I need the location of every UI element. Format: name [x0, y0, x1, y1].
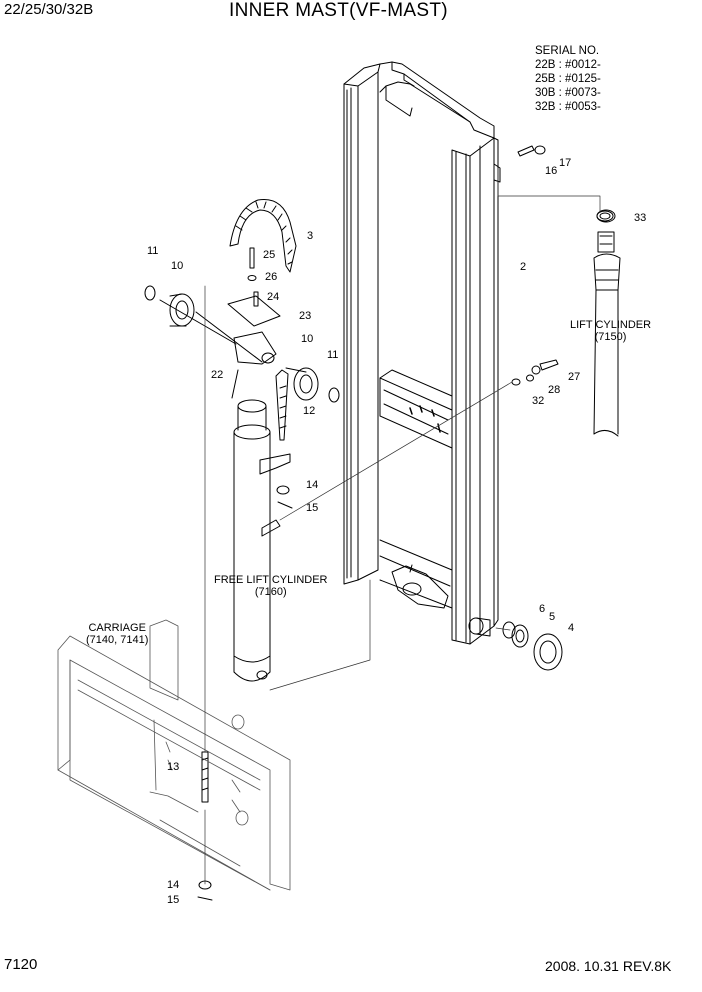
serial-heading: SERIAL NO. — [535, 45, 600, 57]
carriage — [57, 619, 291, 891]
inner-mast-frame — [343, 61, 501, 645]
part-number: 3 — [307, 230, 314, 242]
part-number: 26 — [265, 271, 278, 283]
part-number: 16 — [545, 165, 558, 177]
part-number: 6 — [539, 603, 546, 615]
serial-line: 32B : #0053- — [535, 101, 601, 113]
part-number: 11 — [147, 245, 159, 257]
part-number: 11 — [327, 349, 339, 361]
part-number: 23 — [299, 310, 312, 322]
serial-line: 25B : #0125- — [535, 73, 601, 85]
part-number: 17 — [559, 157, 572, 169]
part-number: 13 — [167, 761, 180, 773]
serial-line: 30B : #0073- — [535, 87, 601, 99]
revision-date: 2008. 10.31 REV.8K — [545, 958, 672, 974]
page-number: 7120 — [4, 956, 38, 973]
model-range: 22/25/30/32B — [4, 1, 94, 18]
part-number: 14 — [167, 879, 180, 891]
part-number: 32 — [532, 395, 545, 407]
part-number: 10 — [301, 333, 314, 345]
part-number: 28 — [548, 384, 561, 396]
part-number: 27 — [568, 371, 581, 383]
serial-line: 22B : #0012- — [535, 59, 601, 71]
lift-cylinder — [593, 210, 621, 437]
part-number: 14 — [306, 479, 319, 491]
leader-lines — [204, 167, 601, 885]
lift-chain — [229, 198, 297, 273]
part-number: 15 — [167, 894, 180, 906]
free-lift-cylinder-label: FREE LIFT CYLINDER (7160) — [214, 574, 328, 598]
part-number: 2 — [520, 261, 527, 273]
free-lift-cylinder — [233, 399, 291, 682]
small-hardware — [197, 145, 616, 901]
page-title: INNER MAST(VF-MAST) — [229, 0, 448, 21]
part-number: 24 — [267, 291, 280, 303]
part-number: 12 — [303, 405, 316, 417]
part-number: 5 — [549, 611, 556, 623]
part-number: 25 — [263, 249, 276, 261]
serial-block: SERIAL NO. 22B : #0012- 25B : #0125- 30B… — [535, 44, 601, 114]
sheave-rollers — [144, 247, 340, 441]
part-number: 22 — [211, 369, 224, 381]
part-number: 4 — [568, 622, 575, 634]
carriage-label: CARRIAGE (7140, 7141) — [86, 622, 149, 646]
part-number: 33 — [634, 212, 647, 224]
part-number: 10 — [171, 260, 184, 272]
lift-cylinder-label: LIFT CYLINDER (7150) — [570, 319, 652, 343]
part-number: 15 — [306, 502, 319, 514]
